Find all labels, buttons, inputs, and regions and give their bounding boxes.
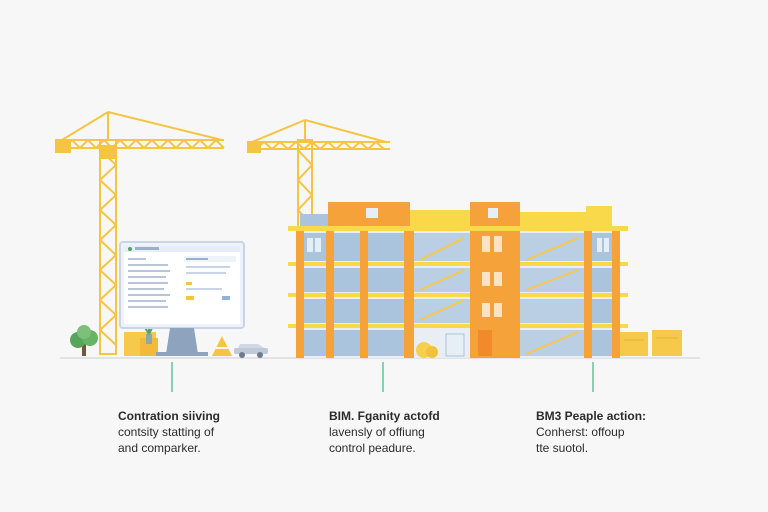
caption-desc-line: lavensly of offiung [329, 425, 425, 439]
building [288, 202, 628, 358]
cone-icon [212, 336, 232, 356]
caption-desc-line: tte suotol. [536, 441, 589, 455]
caption-desc-line: and comparker. [118, 441, 201, 455]
crate-icon [620, 330, 682, 356]
caption-desc-line: Conherst: offoup [536, 425, 625, 439]
caption-title: BIM. Fganity actofd [329, 409, 440, 423]
caption-3: BM3 Peaple action: Conherst: offoup tte … [536, 408, 716, 456]
caption-desc-line: contsity statting of [118, 425, 215, 439]
caption-desc-line: control peadure. [329, 441, 416, 455]
caption-1: Contration siiving contsity statting of … [118, 408, 288, 456]
tree-icon [70, 325, 98, 356]
monitor-dashboard-icon [119, 241, 245, 356]
crate-icon [124, 332, 158, 356]
car-icon [234, 344, 268, 358]
caption-title: BM3 Peaple action: [536, 409, 647, 423]
caption-title: Contration siiving [118, 409, 220, 423]
caption-2: BIM. Fganity actofd lavensly of offiung … [329, 408, 509, 456]
crane-left [55, 111, 225, 355]
